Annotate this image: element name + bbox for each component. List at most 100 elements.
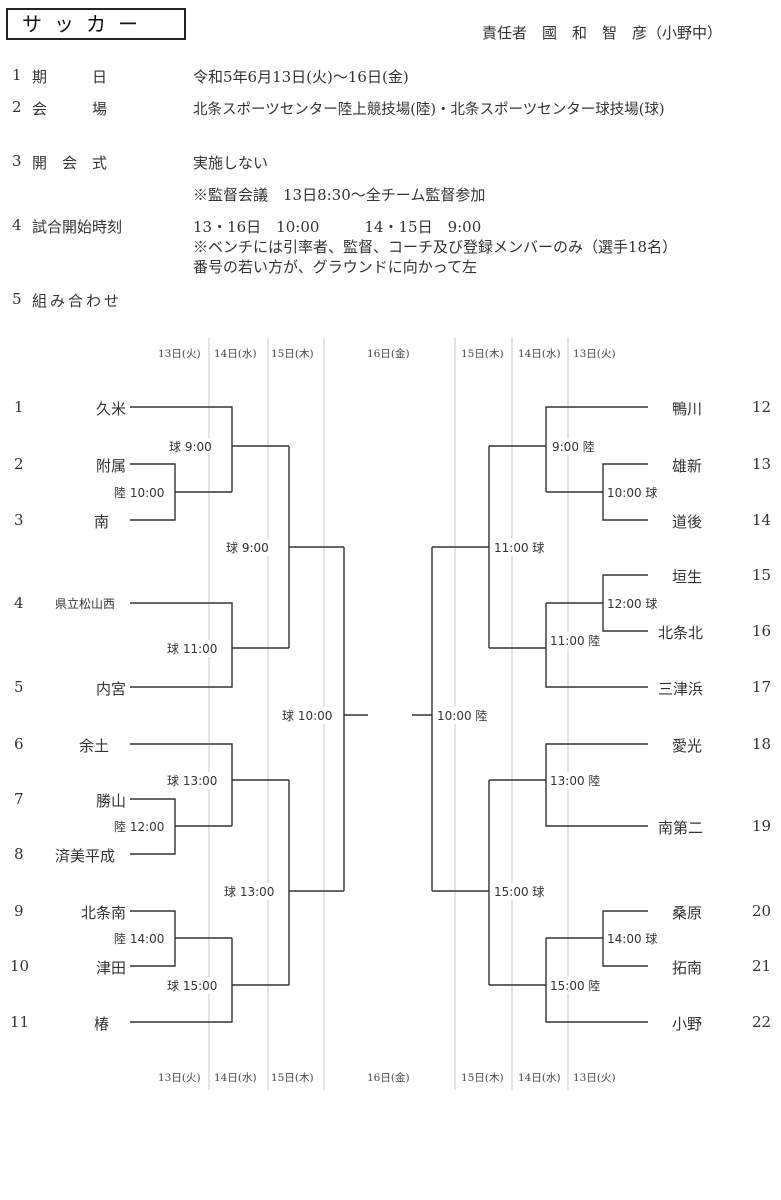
right-team-no: 20	[752, 902, 772, 920]
info-5-no: 5	[12, 290, 22, 308]
left-team-name: 県立松山西	[55, 597, 116, 611]
left-team-name: 勝山	[95, 792, 126, 810]
right-team-no: 19	[752, 817, 772, 835]
info-3-value: 実施しない	[193, 154, 269, 172]
page-title: サッカー	[6, 8, 186, 40]
left-team-name: 余土	[78, 737, 109, 755]
right-bracket	[412, 406, 648, 1023]
date-header-left-13: 13日(火)	[158, 348, 201, 360]
match-time-right: 9:00 陸	[551, 438, 596, 455]
match-time-right: 11:00 球	[493, 539, 546, 556]
right-team-name: 北条北	[658, 624, 704, 642]
right-team-name: 南第二	[658, 819, 704, 837]
date-header-right-14: 14日(水)	[518, 348, 561, 360]
date-footer-left-14: 14日(水)	[214, 1072, 257, 1084]
manager-line: 責任者 國 和 智 彦（小野中）	[482, 24, 723, 42]
left-team-name: 久米	[95, 400, 126, 418]
match-time-right: 15:00 陸	[549, 977, 602, 994]
left-team-no: 2	[14, 455, 24, 473]
right-team-name: 雄新	[672, 457, 703, 475]
left-team-name: 津田	[95, 959, 126, 977]
right-team-no: 13	[752, 455, 772, 473]
match-time-right: 13:00 陸	[549, 772, 602, 789]
info-4-value: 13・16日 10:00 14・15日 9:00	[193, 218, 482, 236]
info-4-note-2: 番号の若い方が、グラウンドに向かって左	[193, 258, 477, 276]
match-time-left: 球 13:00	[223, 883, 276, 900]
right-team-name: 愛光	[672, 737, 703, 755]
date-footer-left-15: 15日(木)	[271, 1072, 314, 1084]
info-1-value: 令和5年6月13日(火)〜16日(金)	[193, 68, 409, 86]
left-team-name: 済美平成	[55, 847, 116, 865]
info-4-note-1: ※ベンチには引率者、監督、コーチ及び登録メンバーのみ（選手18名）	[193, 238, 678, 256]
date-header-left-15: 15日(木)	[271, 348, 314, 360]
right-team-no: 18	[752, 735, 772, 753]
info-4-no: 4	[12, 216, 22, 234]
left-team-no: 9	[14, 902, 24, 920]
left-team-no: 8	[14, 845, 24, 863]
right-team-name: 拓南	[672, 959, 703, 977]
match-time-left: 陸 14:00	[113, 930, 166, 947]
date-footer-left-13: 13日(火)	[158, 1072, 201, 1084]
date-header-center-16: 16日(金)	[367, 348, 410, 360]
match-time-right: 10:00 陸	[436, 707, 489, 724]
match-time-left: 陸 12:00	[113, 818, 166, 835]
left-team-no: 3	[14, 511, 24, 529]
right-team-no: 21	[752, 957, 772, 975]
left-team-no: 1	[14, 398, 24, 416]
left-team-name: 椿	[93, 1015, 109, 1033]
left-team-no: 7	[14, 790, 24, 808]
date-footer-right-15: 15日(木)	[461, 1072, 504, 1084]
match-time-left: 球 11:00	[166, 640, 219, 657]
right-team-name: 鴨川	[672, 400, 703, 418]
match-time-right: 10:00 球	[606, 484, 659, 501]
right-team-no: 16	[752, 622, 772, 640]
info-2-label: 会 場	[32, 100, 108, 118]
left-team-no: 11	[10, 1013, 30, 1031]
match-time-left: 球 10:00	[281, 707, 334, 724]
date-header-right-15: 15日(木)	[461, 348, 504, 360]
date-header-right-13: 13日(火)	[573, 348, 616, 360]
right-team-name: 小野	[672, 1015, 703, 1033]
match-time-left: 陸 10:00	[113, 484, 166, 501]
left-team-no: 10	[10, 957, 30, 975]
match-time-right: 14:00 球	[606, 930, 659, 947]
info-4-label: 試合開始時刻	[32, 218, 123, 236]
left-team-name: 北条南	[80, 904, 126, 922]
left-team-no: 5	[14, 678, 24, 696]
right-team-name: 垣生	[672, 568, 703, 586]
day-guide-lines	[208, 338, 569, 1090]
right-team-no: 14	[752, 511, 772, 529]
date-header-left-14: 14日(水)	[214, 348, 257, 360]
info-3-label: 開 会 式	[32, 154, 108, 172]
info-3-note: ※監督会議 13日8:30〜全チーム監督参加	[193, 186, 486, 204]
left-team-no: 6	[14, 735, 24, 753]
left-team-no: 4	[14, 594, 24, 612]
date-footer-right-13: 13日(火)	[573, 1072, 616, 1084]
right-team-name: 道後	[672, 513, 703, 531]
right-team-no: 12	[752, 398, 772, 416]
right-team-no: 15	[752, 566, 772, 584]
left-team-name: 南	[93, 513, 109, 531]
left-bracket	[130, 406, 368, 1023]
right-team-no: 17	[752, 678, 772, 696]
info-3-no: 3	[12, 152, 22, 170]
info-5-label: 組み合わせ	[32, 292, 123, 310]
date-footer-center-16: 16日(金)	[367, 1072, 410, 1084]
right-team-name: 桑原	[672, 904, 703, 922]
left-team-name: 附属	[95, 457, 126, 475]
info-1-label: 期 日	[32, 68, 108, 86]
right-team-name: 三津浜	[658, 680, 704, 698]
match-time-left: 球 9:00	[168, 438, 213, 455]
match-time-left: 球 9:00	[225, 539, 270, 556]
info-1-no: 1	[12, 66, 22, 84]
match-time-right: 11:00 陸	[549, 632, 602, 649]
info-2-value: 北条スポーツセンター陸上競技場(陸)・北条スポーツセンター球技場(球)	[193, 102, 665, 118]
left-team-name: 内宮	[95, 680, 126, 698]
right-team-no: 22	[752, 1013, 772, 1031]
date-footer-right-14: 14日(水)	[518, 1072, 561, 1084]
match-time-right: 12:00 球	[606, 595, 659, 612]
match-time-left: 球 15:00	[166, 977, 219, 994]
info-2-no: 2	[12, 98, 22, 116]
match-time-left: 球 13:00	[166, 772, 219, 789]
